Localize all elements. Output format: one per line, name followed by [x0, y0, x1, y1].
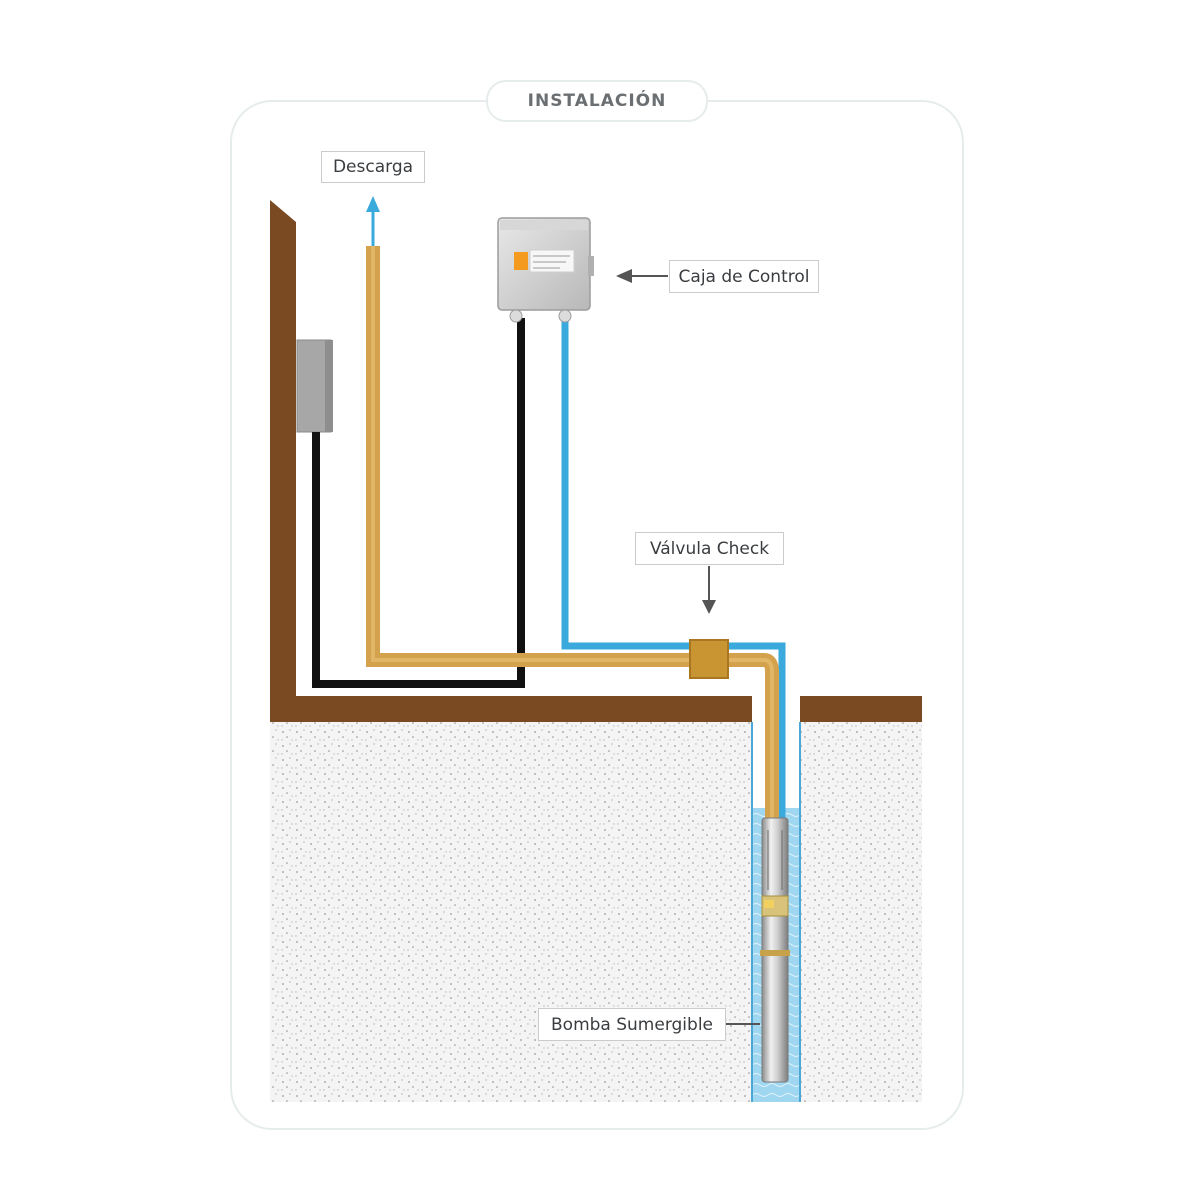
- control-box-label: Caja de Control: [669, 260, 819, 293]
- pump-cable-blue: [561, 318, 786, 860]
- control-box-arrow-icon: [616, 269, 632, 283]
- submersible-pump-label: Bomba Sumergible: [538, 1008, 726, 1041]
- submersible-pump: [760, 817, 790, 1083]
- ground-surface-right: [800, 696, 922, 722]
- control-box: [497, 217, 594, 323]
- diagram-title: INSTALACIÓN: [486, 80, 708, 122]
- power-cable-black: [312, 318, 525, 688]
- check-valve-label: Válvula Check: [635, 532, 784, 565]
- soil-area-right: [800, 722, 922, 1102]
- check-valve: [689, 639, 729, 679]
- check-valve-arrow-icon: [702, 600, 716, 614]
- soil-area-left: [270, 722, 752, 1102]
- discharge-arrow-icon: [366, 196, 380, 212]
- discharge-label: Descarga: [321, 151, 425, 183]
